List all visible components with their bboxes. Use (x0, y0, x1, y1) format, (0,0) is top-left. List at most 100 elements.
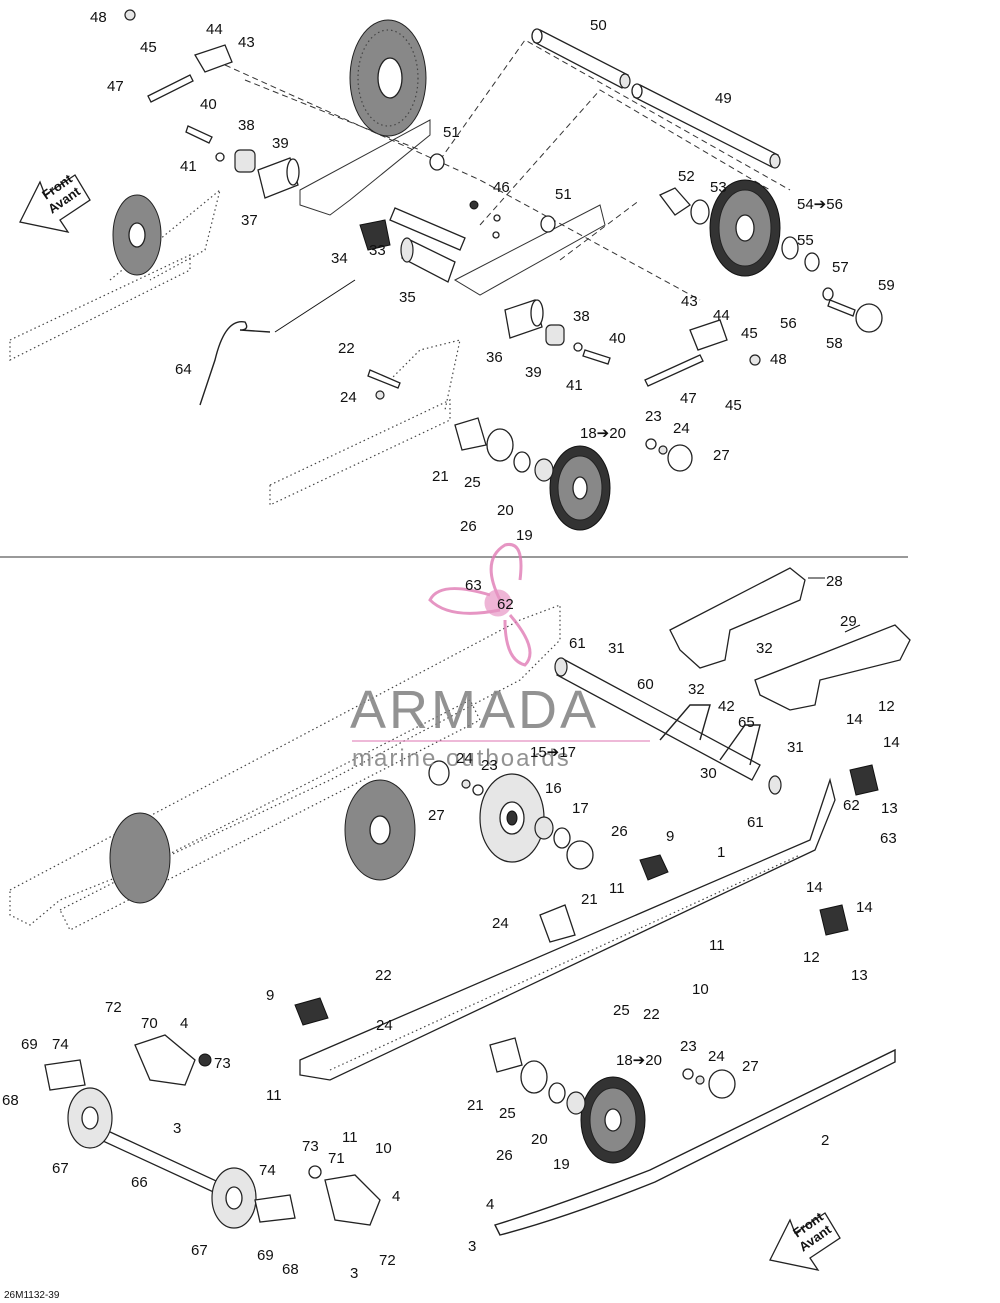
cap-27a (667, 444, 693, 472)
part-label-l4a: 4 (180, 1015, 188, 1032)
spacer-38b (545, 324, 565, 346)
part-label-l27b: 27 (428, 807, 445, 824)
part-label-l3a: 3 (173, 1120, 181, 1137)
arm-29 (754, 624, 911, 711)
bolt-58 (827, 299, 856, 317)
part-label-l23a: 23 (645, 408, 662, 425)
part-label-l24c: 24 (456, 750, 473, 767)
part-label-l24d: 24 (492, 915, 509, 932)
bumper-9b (294, 997, 329, 1026)
part-label-l60: 60 (637, 676, 654, 693)
ring-20a (513, 451, 531, 473)
part-label-l52: 52 (678, 168, 695, 185)
cap-59 (855, 303, 883, 333)
part-label-l44a: 44 (206, 21, 223, 38)
part-label-l13b: 13 (851, 967, 868, 984)
part-label-l54_56: 54➔56 (797, 196, 843, 213)
bushing-61b (768, 775, 782, 795)
part-label-l51a: 51 (443, 124, 460, 141)
part-label-l47b: 47 (680, 390, 697, 407)
part-label-l72a: 72 (105, 999, 122, 1016)
hub-52 (658, 187, 691, 216)
ring-17 (553, 827, 571, 849)
part-label-l47a: 47 (107, 78, 124, 95)
part-label-l43b: 43 (681, 293, 698, 310)
stopper-34 (359, 219, 391, 251)
part-label-l53: 53 (710, 179, 727, 196)
part-label-l30: 30 (700, 765, 717, 782)
part-label-l4c: 4 (486, 1196, 494, 1213)
propeller-logo (428, 542, 532, 667)
nut-24top (375, 390, 385, 400)
part-label-l13a: 13 (881, 800, 898, 817)
part-label-l61a: 61 (569, 635, 586, 652)
part-label-l32b: 32 (688, 681, 705, 698)
part-label-l19b: 19 (553, 1156, 570, 1173)
ring-56 (804, 252, 820, 272)
washer-51b (540, 215, 556, 233)
part-label-l57: 57 (832, 259, 849, 276)
nut-48b (749, 354, 761, 366)
bumper-9a (639, 854, 669, 881)
part-label-l27a: 27 (713, 447, 730, 464)
spacer-26c (520, 1060, 548, 1094)
part-label-l36: 36 (486, 349, 503, 366)
part-label-l19a: 19 (516, 527, 533, 544)
part-label-l20a: 20 (497, 502, 514, 519)
part-label-l46: 46 (493, 179, 510, 196)
block-21b (539, 904, 576, 943)
nut-46a (469, 200, 479, 210)
part-label-l9a: 9 (666, 828, 674, 845)
part-label-l37: 37 (241, 212, 258, 229)
part-label-l69a: 69 (21, 1036, 38, 1053)
part-label-l2: 2 (821, 1132, 829, 1149)
bracket-44b (689, 319, 728, 351)
part-label-l55: 55 (797, 232, 814, 249)
spacer-26b (566, 840, 594, 870)
part-label-l74a: 74 (52, 1036, 69, 1053)
axle-66 (89, 1124, 226, 1196)
bolt-47b (644, 354, 704, 387)
bearing-53 (690, 199, 710, 225)
part-label-l39a: 39 (272, 135, 289, 152)
part-label-l35: 35 (399, 289, 416, 306)
part-label-l16: 16 (545, 780, 562, 797)
part-label-l45c: 45 (725, 397, 742, 414)
part-label-l14c: 14 (806, 879, 823, 896)
plate-74b (254, 1194, 296, 1223)
part-label-l17: 17 (572, 800, 589, 817)
part-label-l49: 49 (715, 90, 732, 107)
part-label-l11c: 11 (266, 1087, 282, 1104)
part-label-l9b: 9 (266, 987, 274, 1004)
bearing-19b (566, 1091, 586, 1115)
part-label-l27c: 27 (742, 1058, 759, 1075)
loop-arm-30 (659, 704, 761, 766)
nut-48a (124, 9, 136, 21)
part-label-l73a: 73 (214, 1055, 231, 1072)
bolt-40a (185, 125, 213, 144)
part-label-l21b: 21 (581, 891, 598, 908)
watermark-tagline: marine outboards (352, 745, 571, 772)
part-label-l22a: 22 (338, 340, 355, 357)
part-label-l23b: 23 (481, 757, 498, 774)
part-label-l24f: 24 (708, 1048, 725, 1065)
block-21a (454, 417, 487, 451)
part-label-l32a: 32 (756, 640, 773, 657)
sleeve-35 (400, 237, 456, 283)
cap-27b (428, 760, 450, 786)
rear-suspension-top-assembly: Front Avant (9, 9, 883, 531)
washer-23c (682, 1068, 694, 1080)
nut-24f (695, 1075, 705, 1085)
spring-pin-64 (199, 321, 271, 406)
part-label-l24b: 24 (673, 420, 690, 437)
part-label-l25b: 25 (613, 1002, 630, 1019)
part-label-l42: 42 (718, 698, 735, 715)
nut-73a (198, 1053, 212, 1067)
part-label-l56: 56 (780, 315, 797, 332)
spacer-38 (234, 149, 256, 173)
part-label-l21c: 21 (467, 1097, 484, 1114)
part-label-l72b: 72 (379, 1252, 396, 1269)
part-label-l48a: 48 (90, 9, 107, 26)
part-label-l64: 64 (175, 361, 192, 378)
part-label-l41b: 41 (566, 377, 583, 394)
